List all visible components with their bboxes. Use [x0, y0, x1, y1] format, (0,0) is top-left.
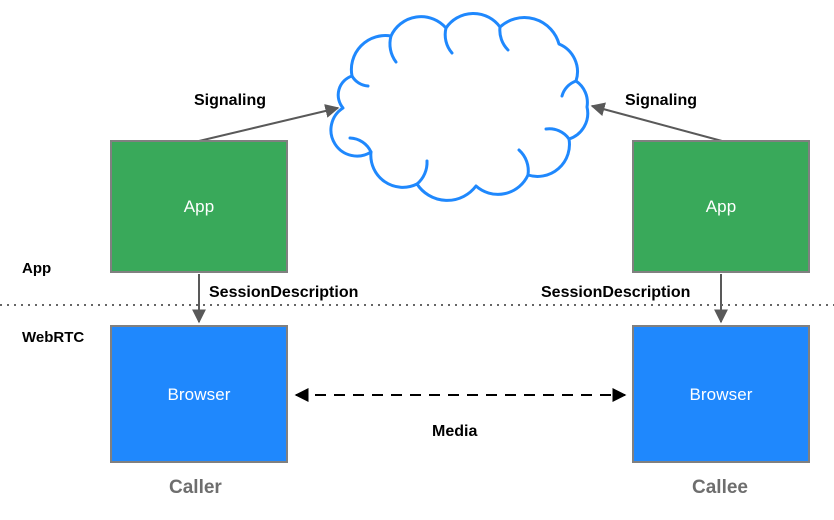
media-label: Media: [432, 423, 478, 440]
app-box-caller[interactable]: App: [110, 140, 288, 273]
browser-box-callee-label: Browser: [689, 384, 753, 404]
role-label-caller: Caller: [169, 477, 222, 498]
browser-box-callee[interactable]: Browser: [632, 325, 810, 463]
browser-box-caller[interactable]: Browser: [110, 325, 288, 463]
role-label-callee: Callee: [692, 477, 748, 498]
session-description-label-left: SessionDescription: [209, 284, 359, 301]
cloud-icon: [329, 11, 590, 202]
signaling-arrow-left: [198, 104, 340, 142]
layer-label-app: App: [22, 260, 52, 277]
session-description-label-right: SessionDescription: [541, 284, 691, 301]
browser-box-caller-label: Browser: [167, 384, 231, 404]
layer-label-webrtc: WebRTC: [22, 329, 85, 346]
signaling-label-left: Signaling: [194, 92, 266, 109]
signaling-arrow-right: [590, 102, 723, 142]
app-box-callee-label: App: [705, 197, 737, 216]
app-box-caller-label: App: [183, 197, 215, 216]
signaling-label-right: Signaling: [625, 92, 697, 109]
app-box-callee[interactable]: App: [632, 140, 810, 273]
